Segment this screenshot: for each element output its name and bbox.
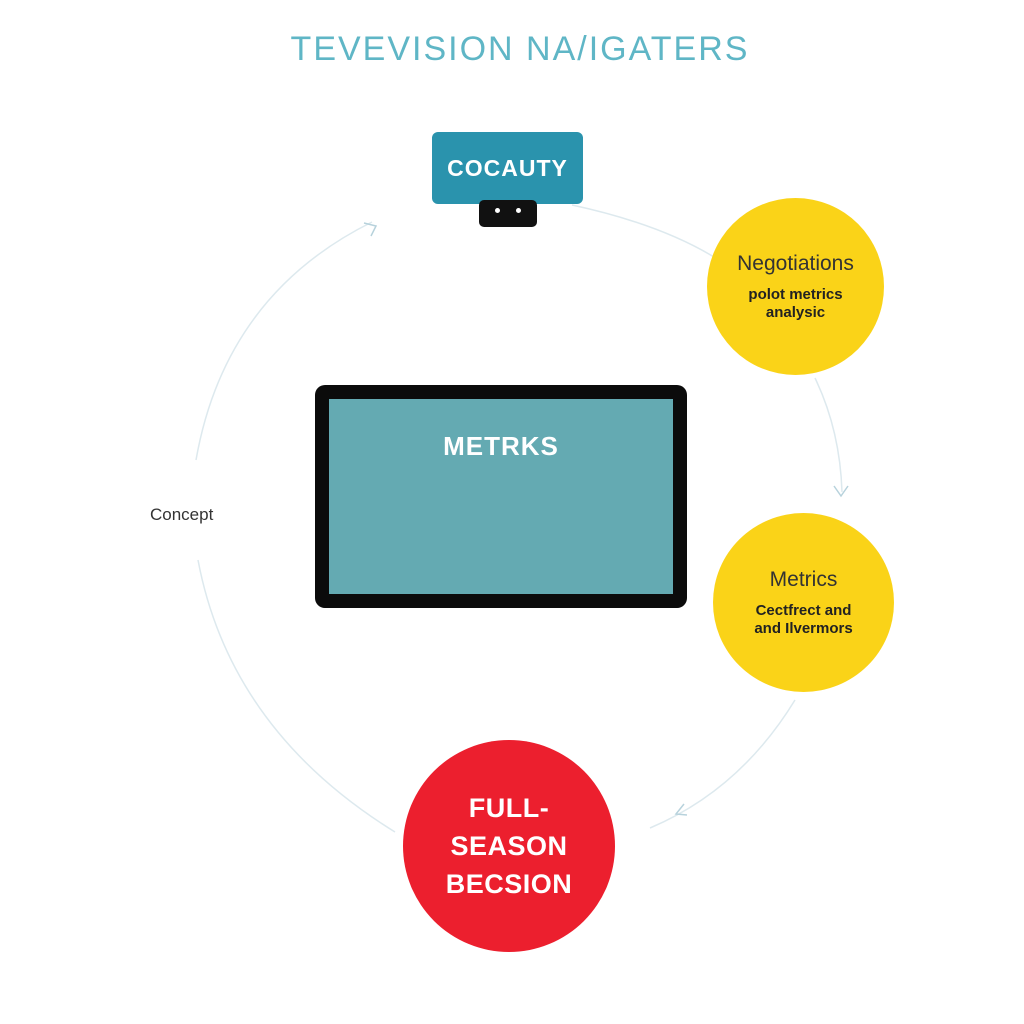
cycle-arc-right: [814, 377, 843, 493]
tv-box: COCAUTY: [432, 132, 583, 204]
arrow-icon-right: [833, 485, 849, 498]
full-season-label: FULL- SEASON BECSION: [445, 793, 573, 899]
screen-label: METRKS: [443, 431, 559, 461]
tv-stand-dot: [516, 208, 521, 213]
tv-stand-icon: [479, 200, 537, 227]
metrics-title: Metrics: [769, 567, 838, 591]
negotiations-node: Negotiations polot metrics analysic: [707, 198, 884, 375]
arrow-icon-bottom-right: [674, 803, 688, 816]
metrics-subtitle: Cectfrect and and Ilvermors: [754, 601, 853, 637]
full-season-node: FULL- SEASON BECSION: [403, 740, 615, 952]
arrow-icon-top-left: [363, 222, 378, 237]
tv-stand-dot: [495, 208, 500, 213]
cycle-arc-bottom-right: [649, 699, 796, 829]
diagram-title: TEVEVISION NA/IGATERS: [290, 30, 750, 68]
metrics-screen: METRKS: [315, 385, 687, 608]
negotiations-subtitle: polot metrics analysic: [748, 285, 843, 321]
metrics-node: Metrics Cectfrect and and Ilvermors: [713, 513, 894, 692]
cycle-arc-top-right: [571, 204, 723, 263]
cycle-arc-left: [195, 221, 396, 833]
concept-label: Concept: [150, 505, 214, 524]
negotiations-title: Negotiations: [737, 251, 854, 275]
tv-label: COCAUTY: [447, 154, 568, 181]
